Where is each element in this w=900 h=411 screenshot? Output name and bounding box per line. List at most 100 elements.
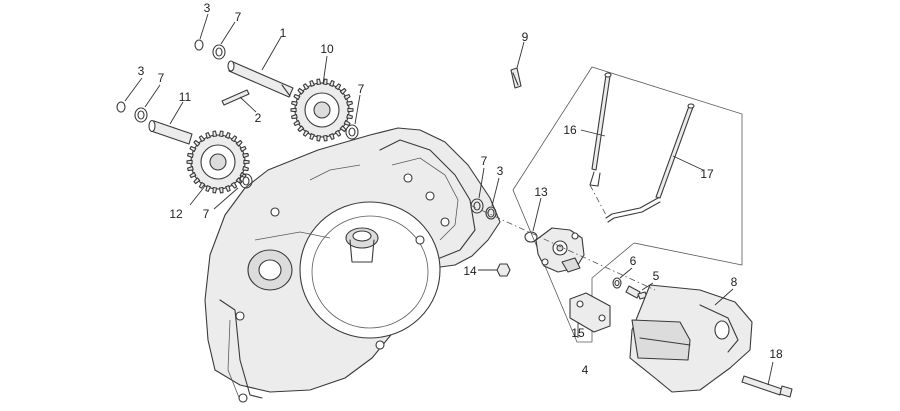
gear-tooth bbox=[339, 87, 347, 95]
shaft-part-11 bbox=[148, 119, 193, 145]
circlip-3-top bbox=[194, 39, 204, 51]
gear-tooth bbox=[242, 165, 249, 172]
callout-13: 13 bbox=[534, 185, 548, 199]
callout-labels: 3 7 1 10 3 7 11 7 2 12 7 9 16 17 7 3 13 … bbox=[138, 1, 783, 377]
gear-part-10 bbox=[290, 78, 354, 142]
callout-5: 5 bbox=[653, 269, 660, 283]
washer-7-right-of-gear10 bbox=[345, 124, 359, 140]
gear-tooth bbox=[205, 132, 211, 139]
gear-tooth bbox=[297, 87, 305, 95]
outer-cover-part-8 bbox=[629, 284, 753, 393]
gear-tooth bbox=[339, 125, 347, 133]
gear-tooth bbox=[205, 185, 211, 192]
circlip-3-mid bbox=[485, 206, 497, 220]
engine-cover bbox=[204, 127, 501, 403]
callout-14: 14 bbox=[463, 264, 477, 278]
oring-part-13 bbox=[524, 231, 538, 243]
gear-tooth bbox=[329, 80, 335, 87]
callout-3-left: 3 bbox=[138, 64, 145, 78]
gear-tooth bbox=[189, 145, 197, 153]
gear-tooth bbox=[198, 181, 206, 189]
assembly-axis-line-2 bbox=[589, 184, 607, 216]
gear-tooth bbox=[218, 186, 224, 194]
callout-16: 16 bbox=[563, 123, 577, 137]
callout-7-gear12: 7 bbox=[203, 207, 210, 221]
gear-tooth bbox=[193, 177, 201, 185]
gear-tooth bbox=[322, 78, 328, 86]
gear-tooth bbox=[329, 133, 335, 140]
gear-tooth bbox=[309, 133, 315, 140]
gear-tooth bbox=[193, 139, 201, 147]
gear-tooth bbox=[316, 134, 322, 142]
gear-tooth bbox=[186, 159, 193, 165]
gear-tooth bbox=[239, 145, 247, 153]
gear-tooth bbox=[334, 83, 342, 91]
gear-tooth bbox=[230, 135, 238, 143]
callout-15: 15 bbox=[571, 326, 585, 340]
shaft-part-1 bbox=[227, 60, 294, 98]
callout-11: 11 bbox=[179, 90, 192, 104]
gear-tooth bbox=[218, 130, 224, 138]
oil-pump-body bbox=[535, 227, 585, 273]
gear-tooth bbox=[291, 100, 298, 107]
gear-tooth bbox=[235, 177, 243, 185]
gear-tooth bbox=[343, 93, 351, 101]
callout-3-top: 3 bbox=[204, 1, 211, 15]
callout-7-gear10: 7 bbox=[358, 82, 365, 96]
gear-tooth bbox=[302, 129, 310, 137]
gear-tooth bbox=[230, 181, 238, 189]
assembly-outline-part-4 bbox=[512, 66, 743, 343]
gear-tooth bbox=[187, 165, 194, 172]
gear-tooth bbox=[316, 78, 322, 86]
gear-part-12 bbox=[186, 130, 250, 194]
pin-part-2 bbox=[221, 89, 250, 106]
washer-7-top bbox=[212, 44, 226, 60]
gear-tooth bbox=[309, 80, 315, 87]
gear-tooth bbox=[302, 83, 310, 91]
gear-tooth bbox=[212, 130, 218, 138]
gear-tooth bbox=[293, 119, 301, 127]
callout-6: 6 bbox=[630, 254, 637, 268]
gear-tooth bbox=[297, 125, 305, 133]
screw-part-5 bbox=[625, 285, 648, 300]
gear-tooth bbox=[334, 129, 342, 137]
clip-part-9 bbox=[510, 67, 522, 89]
callout-12: 12 bbox=[169, 207, 183, 221]
gear-tooth bbox=[198, 135, 206, 143]
gear-tooth bbox=[225, 132, 231, 139]
gear-tooth bbox=[346, 113, 353, 120]
washer-7-left bbox=[134, 107, 148, 123]
callout-3-mid: 3 bbox=[497, 164, 504, 178]
gear-tooth bbox=[243, 159, 250, 165]
callout-4: 4 bbox=[582, 363, 589, 377]
gear-tooth bbox=[225, 185, 231, 192]
gear-tooth bbox=[346, 100, 353, 107]
callout-7-left: 7 bbox=[158, 71, 165, 85]
gear-tooth bbox=[290, 107, 297, 113]
gear-tooth bbox=[242, 152, 249, 159]
callout-1: 1 bbox=[280, 26, 287, 40]
gear-tooth bbox=[291, 113, 298, 120]
gear-tooth bbox=[322, 134, 328, 142]
rod-part-16 bbox=[589, 72, 612, 187]
washer-7-mid bbox=[470, 198, 484, 214]
gear-tooth bbox=[347, 107, 354, 113]
callout-9: 9 bbox=[522, 30, 529, 44]
leader-lines bbox=[124, 13, 774, 386]
circlip-3-left bbox=[116, 101, 126, 113]
callout-10: 10 bbox=[320, 42, 334, 56]
washer-7-right-of-gear12 bbox=[239, 173, 253, 189]
callout-7-top: 7 bbox=[235, 10, 242, 24]
gear-tooth bbox=[235, 139, 243, 147]
plate-part-15 bbox=[569, 292, 611, 333]
gear-tooth bbox=[189, 171, 197, 179]
gear-tooth bbox=[187, 152, 194, 159]
bolt-part-18 bbox=[741, 375, 793, 398]
callout-2: 2 bbox=[255, 111, 262, 125]
callout-18: 18 bbox=[769, 347, 783, 361]
callout-17: 17 bbox=[700, 167, 714, 181]
rod-part-17 bbox=[605, 103, 695, 223]
gear-tooth bbox=[212, 186, 218, 194]
